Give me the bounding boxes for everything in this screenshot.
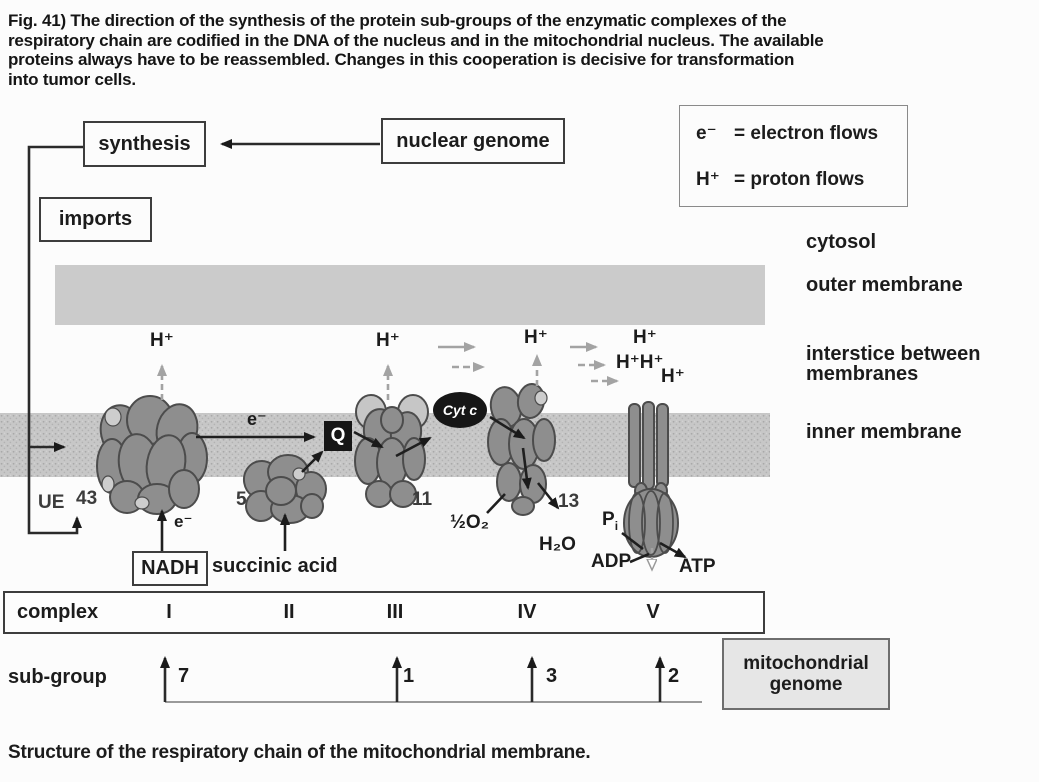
figure-caption: Fig. 41) The direction of the synthesis …: [8, 11, 824, 89]
mitochondrial-genome-line2: genome: [769, 674, 843, 695]
half-o2-label: ½O₂: [450, 512, 490, 533]
mitochondrial-genome-line1: mitochondrial: [743, 653, 869, 674]
e-minus-label-arrow: e⁻: [247, 409, 267, 429]
synthesis-label: synthesis: [98, 132, 191, 155]
complex-v-numeral: V: [646, 601, 660, 623]
cytosol-label: cytosol: [806, 231, 877, 253]
legend-box: e⁻ = electron flows H⁺ = proton flows: [679, 105, 908, 207]
h-plus-cluster-middle: H⁺H⁺: [616, 352, 664, 373]
caption-line: respiratory chain are codified in the DN…: [8, 30, 824, 50]
nuclear-genome-label: nuclear genome: [396, 129, 550, 152]
proton-symbol: H⁺: [696, 169, 720, 190]
caption-line: into tumor cells.: [8, 69, 136, 89]
electron-symbol: e⁻: [696, 123, 717, 144]
complex-iii-numeral: III: [386, 601, 404, 623]
electron-flow-arrows: [196, 415, 560, 510]
outer-membrane-label: outer membrane: [806, 274, 963, 296]
imports-box: imports: [39, 197, 152, 242]
pi-subscript: i: [614, 518, 619, 533]
legend-electron-row: e⁻ = electron flows: [696, 122, 878, 145]
atp-label: ATP: [679, 556, 716, 577]
bottom-caption: Structure of the respiratory chain of th…: [8, 742, 591, 763]
succinic-acid-label: succinic acid: [212, 555, 338, 577]
h-plus-label-complex-iii: H⁺: [376, 330, 400, 351]
h-plus-cluster-top: H⁺: [633, 327, 657, 348]
interstice-label: interstice between membranes: [806, 344, 981, 384]
complex-i-blob: [96, 395, 208, 515]
caption-line: proteins always have to be reassembled. …: [8, 50, 795, 69]
legend-proton-text: = proton flows: [734, 169, 865, 190]
cytochrome-c-node: Cyt c: [433, 392, 487, 428]
adp-label: ADP: [591, 551, 632, 572]
subunit-count-complex-iii: 11: [412, 489, 433, 510]
complex-iv-blob: [487, 383, 556, 516]
h-plus-cluster-bottom: H⁺: [661, 366, 685, 387]
subunit-count-complex-ii: 5: [236, 489, 247, 510]
h-plus-label-complex-i: H⁺: [150, 330, 174, 351]
pi-label: Pi: [602, 509, 618, 533]
complex-ii-numeral: II: [283, 601, 295, 623]
subunit-count-complex-iv: 13: [558, 491, 580, 512]
mitochondrial-genome-box: mitochondrial genome: [722, 638, 890, 710]
legend-proton-row: H⁺ = proton flows: [696, 168, 864, 191]
complex-v-structure: [623, 401, 679, 558]
complex-row: complex I II III IV V: [3, 591, 765, 634]
subgroup-count-complex-iii: 1: [403, 665, 415, 687]
ue-label: UE: [38, 492, 65, 513]
h-plus-label-complex-iv: H⁺: [524, 327, 548, 348]
subunit-count-complex-i: 43: [76, 488, 98, 509]
complex-row-label: complex: [17, 601, 99, 623]
e-minus-label-nadh: e⁻: [174, 512, 193, 531]
pi-base: P: [602, 509, 615, 530]
subgroup-count-complex-v: 2: [668, 665, 680, 687]
synthesis-box: synthesis: [83, 121, 206, 167]
subgroup-count-complex-i: 7: [178, 665, 190, 687]
legend-electron-text: = electron flows: [734, 123, 879, 144]
imports-label: imports: [58, 208, 133, 230]
h2o-label: H₂O: [539, 534, 576, 555]
substrate-arrows: [157, 493, 687, 564]
inner-membrane-label: inner membrane: [806, 421, 962, 443]
interstice-line1: interstice between: [806, 343, 981, 365]
outer-membrane-band: [55, 265, 765, 325]
subgroup-count-complex-iv: 3: [546, 665, 558, 687]
caption-line: Fig. 41) The direction of the synthesis …: [8, 11, 787, 30]
complex-iv-numeral: IV: [517, 601, 537, 623]
nuclear-genome-box: nuclear genome: [381, 118, 565, 164]
ubiquinone-q-node: Q: [324, 421, 352, 451]
proton-flow-arrows: [157, 342, 652, 568]
subgroup-row-label: sub-group: [8, 666, 107, 688]
nadh-box: NADH: [132, 551, 208, 586]
imports-path-line: [27, 145, 83, 535]
complex-i-numeral: I: [166, 601, 172, 623]
nadh-label: NADH: [141, 557, 199, 579]
subgroup-arrows: [160, 656, 702, 703]
interstice-line2: membranes: [806, 363, 919, 385]
